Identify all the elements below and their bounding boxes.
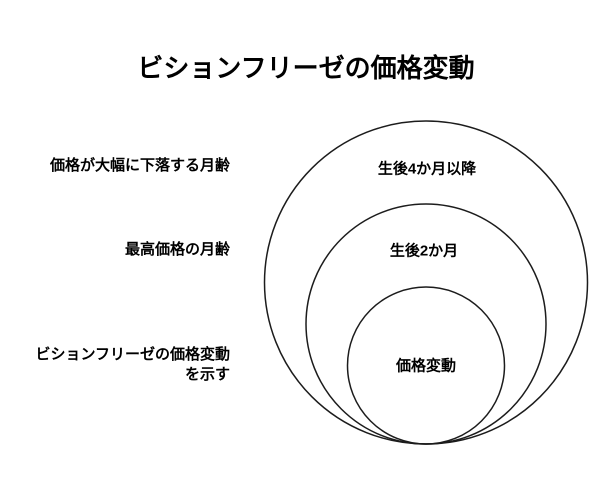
page-title: ビションフリーゼの価格変動 [137,53,475,83]
ring-label-inner: 価格変動 [395,357,457,375]
caption-inner: ビションフリーゼの価格変動 を示す [35,346,230,383]
ring-label-outer: 生後4か月以降 [377,160,477,178]
caption-middle: 最高価格の月齢 [124,241,230,258]
caption-outer: 価格が大幅に下落する月齢 [49,157,230,174]
ring-label-middle: 生後2か月 [389,242,459,260]
inner-circle [346,286,506,445]
